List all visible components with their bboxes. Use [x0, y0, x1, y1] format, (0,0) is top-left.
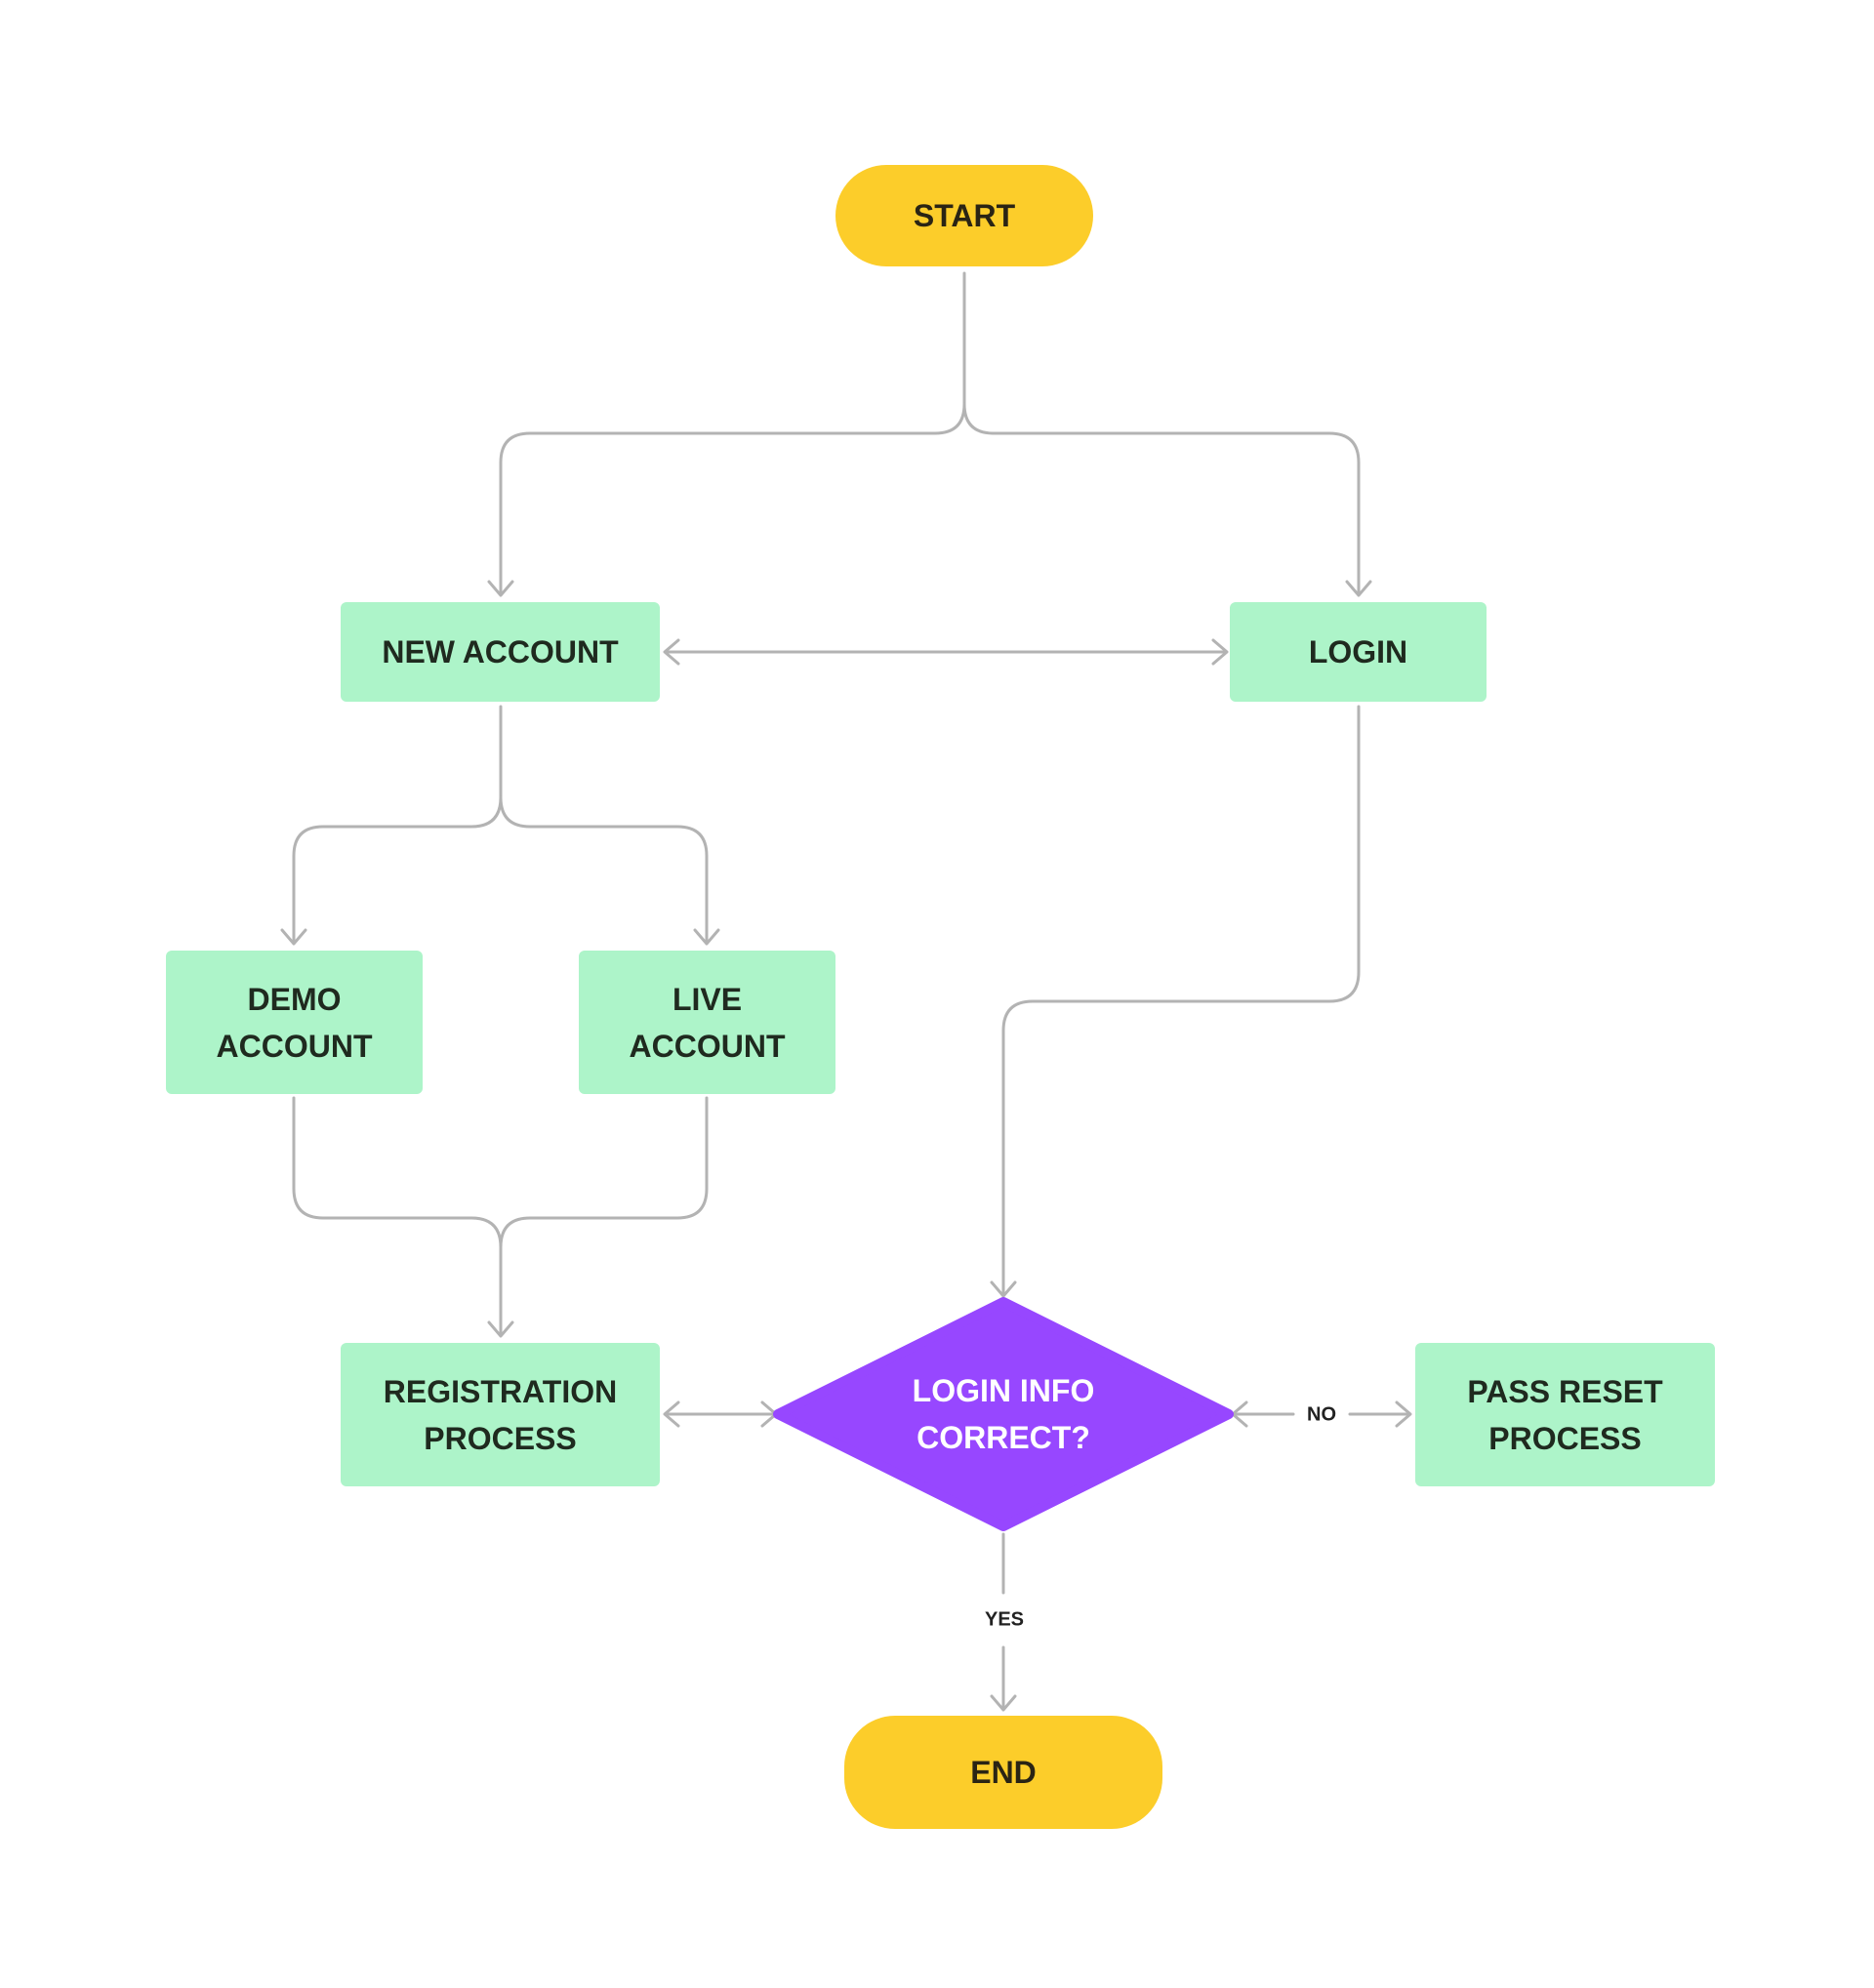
pass-reset-process-node[interactable]: PASS RESET PROCESS [1415, 1343, 1715, 1486]
arrowhead-new-account-side [663, 638, 680, 666]
edge-live-to-registration [499, 1096, 709, 1249]
decision-label-line1: LOGIN INFO [912, 1373, 1095, 1408]
demo-account-node[interactable]: DEMO ACCOUNT [166, 951, 423, 1094]
edge-login-to-decision [1001, 705, 1361, 1296]
arrowhead-new-account [487, 580, 514, 597]
edge-start-to-new-account [499, 271, 966, 595]
decision-diamond[interactable] [773, 1297, 1234, 1531]
demo-account-label-line2: ACCOUNT [216, 1028, 373, 1064]
registration-label-line2: PROCESS [424, 1420, 577, 1456]
demo-account-label-line1: DEMO [247, 981, 342, 1017]
pass-reset-label-line2: PROCESS [1488, 1420, 1642, 1456]
arrowhead-pass-reset [1395, 1400, 1412, 1428]
decision-label-line2: CORRECT? [917, 1420, 1090, 1455]
end-node[interactable]: END [844, 1716, 1162, 1829]
live-account-label-line1: LIVE [672, 981, 743, 1017]
login-label: LOGIN [1308, 634, 1408, 669]
registration-process-node[interactable]: REGISTRATION PROCESS [341, 1343, 660, 1486]
edge-demo-to-registration [292, 1096, 503, 1336]
end-label: END [970, 1755, 1037, 1790]
pass-reset-label-line1: PASS RESET [1467, 1373, 1663, 1409]
arrowhead-end [990, 1694, 1017, 1712]
edge-label-no: NO [1301, 1401, 1342, 1429]
arrowhead-registration [487, 1320, 514, 1338]
edge-start-to-login [962, 402, 1361, 595]
edge-new-account-to-live [499, 795, 709, 944]
new-account-label: NEW ACCOUNT [382, 634, 619, 669]
arrowhead-live [693, 928, 720, 946]
new-account-node[interactable]: NEW ACCOUNT [341, 602, 660, 702]
arrowhead-login [1345, 580, 1372, 597]
arrowhead-decision-top [990, 1280, 1017, 1298]
start-label: START [913, 198, 1016, 233]
arrowhead-registration-side [663, 1400, 680, 1428]
decision-label: LOGIN INFO CORRECT? [808, 1351, 1199, 1478]
edge-label-yes: YES [978, 1606, 1031, 1634]
start-node[interactable]: START [835, 165, 1093, 266]
arrowhead-login-side [1211, 638, 1229, 666]
live-account-node[interactable]: LIVE ACCOUNT [579, 951, 835, 1094]
arrowhead-demo [280, 928, 307, 946]
login-node[interactable]: LOGIN [1230, 602, 1487, 702]
edge-new-account-to-demo [292, 705, 503, 944]
live-account-label-line2: ACCOUNT [629, 1028, 786, 1064]
registration-label-line1: REGISTRATION [383, 1373, 618, 1409]
